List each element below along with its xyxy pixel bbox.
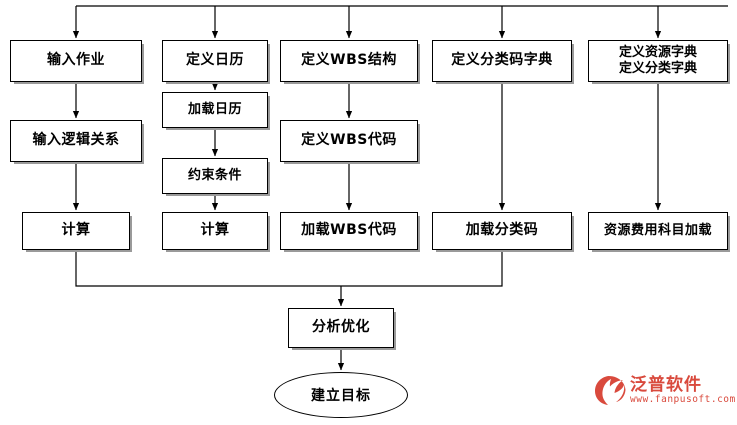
node-load-calendar[interactable]: 加载日历 [162,92,268,128]
node-define-code-dictionary[interactable]: 定义分类码字典 [432,40,572,82]
node-label: 定义分类码字典 [451,52,553,69]
node-constraints[interactable]: 约束条件 [162,158,268,194]
watermark-logo: 泛普软件 www.fanpusoft.com [592,368,735,414]
node-label: 定义日历 [186,52,244,69]
node-load-wbs-code[interactable]: 加载WBS代码 [280,212,418,250]
node-input-logic-relation[interactable]: 输入逻辑关系 [10,120,142,162]
node-label: 加载分类码 [465,222,539,239]
node-label: 定义WBS结构 [301,52,397,69]
brand-name-cn: 泛普软件 [630,374,702,395]
node-label: 输入逻辑关系 [32,132,120,149]
node-input-activity[interactable]: 输入作业 [10,40,142,82]
node-label: 分析优化 [312,319,370,336]
node-label: 计算 [200,222,230,239]
node-define-calendar[interactable]: 定义日历 [162,40,268,82]
terminator-label: 建立目标 [311,388,371,404]
node-define-wbs-structure[interactable]: 定义WBS结构 [280,40,418,82]
node-load-resource-cost-account[interactable]: 资源费用科目加载 [588,212,728,250]
node-label: 定义资源字典 定义分类字典 [618,44,697,76]
node-label: 加载日历 [187,101,242,117]
node-label: 资源费用科目加载 [603,222,712,238]
node-analysis-optimization[interactable]: 分析优化 [288,308,394,348]
node-label: 定义WBS代码 [301,132,397,149]
node-label: 加载WBS代码 [301,222,397,239]
node-define-resource-dictionary[interactable]: 定义资源字典 定义分类字典 [588,40,728,82]
node-calculate-left[interactable]: 计算 [22,212,130,250]
node-load-classification-code[interactable]: 加载分类码 [432,212,572,250]
terminator-establish-target[interactable]: 建立目标 [274,372,408,418]
brand-mark-icon [592,374,626,408]
node-label: 约束条件 [187,167,242,183]
brand-text: 泛普软件 www.fanpusoft.com [630,374,736,405]
node-calculate-second[interactable]: 计算 [162,212,268,250]
node-define-wbs-code[interactable]: 定义WBS代码 [280,120,418,162]
brand-url: www.fanpusoft.com [630,393,736,405]
node-label: 输入作业 [47,52,105,69]
node-label: 计算 [61,222,91,239]
